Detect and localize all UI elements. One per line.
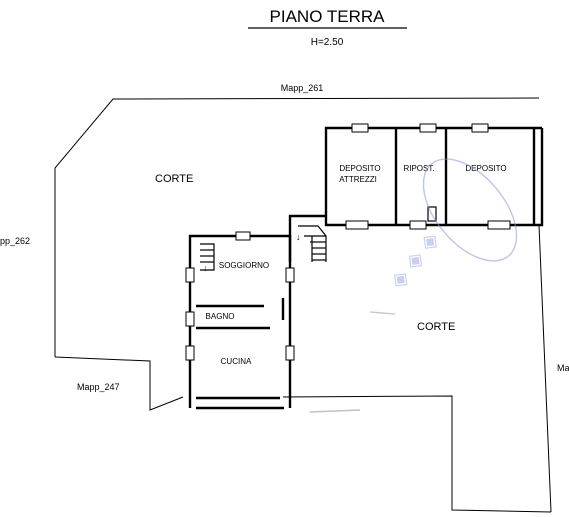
lot-boundary-east bbox=[538, 224, 552, 513]
parcel-label-southwest: Mapp_247 bbox=[77, 382, 120, 392]
room-label-cucina: CUCINA bbox=[221, 357, 252, 366]
room-label-deposito-attrezzi-1: DEPOSITO bbox=[339, 164, 380, 173]
lot-boundary-southeast bbox=[282, 395, 552, 513]
parcel-label-east: Ma bbox=[557, 363, 569, 373]
lot-boundary bbox=[54, 97, 540, 357]
stair-tower: ↓ bbox=[288, 214, 327, 262]
parcel-label-west: pp_262 bbox=[0, 236, 30, 246]
room-label-soggiorno: SOGGIORNO bbox=[219, 261, 269, 270]
room-label-bagno: BAGNO bbox=[206, 312, 235, 321]
lot-boundary-south bbox=[54, 356, 184, 411]
plan-title: PIANO TERRA bbox=[270, 7, 386, 26]
height-note: H=2.50 bbox=[311, 37, 344, 48]
parcel-label-north: Mapp_261 bbox=[281, 83, 324, 93]
stair-arrow-icon: ↓ bbox=[296, 232, 301, 242]
courtyard-label-south: CORTE bbox=[417, 321, 455, 333]
room-label-deposito: DEPOSITO bbox=[465, 164, 506, 173]
courtyard-label-north: CORTE bbox=[155, 173, 193, 185]
storage-block bbox=[324, 123, 544, 230]
room-label-ripostiglio: RIPOST. bbox=[403, 164, 434, 173]
room-label-deposito-attrezzi-2: ATTREZZI bbox=[339, 175, 377, 184]
dwelling-stair-arrow-icon: ↓ bbox=[203, 263, 208, 273]
svg-text:◈ ◈ ◈: ◈ ◈ ◈ bbox=[385, 227, 445, 293]
dwelling-block: ↓ bbox=[185, 231, 295, 410]
